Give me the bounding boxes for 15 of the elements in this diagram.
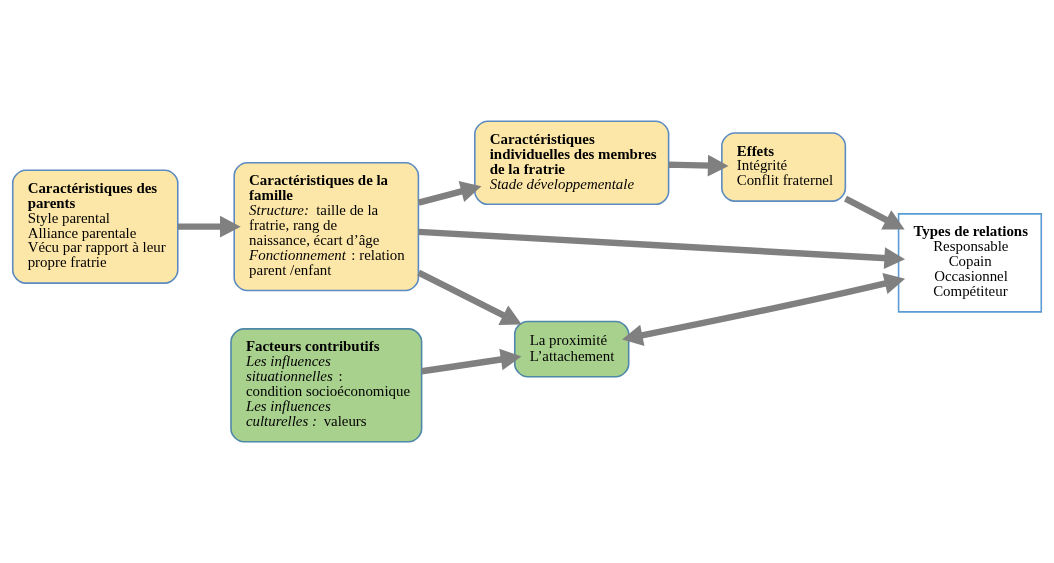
arrow xyxy=(417,180,482,206)
arrow xyxy=(417,269,522,325)
node-box: Types de relations Responsable Copain Occasionnel Compétiteur xyxy=(897,213,1043,313)
arrow xyxy=(844,195,905,230)
node-box: Caractéristiques de la famille Structure: taille de la fratrie, rang de naissance, écart d’âge Fonctionnement : relation parent /enfant xyxy=(233,162,420,292)
arrow xyxy=(622,272,906,347)
node-box: Caractéristiques des parents Style parental Alliance parentale Vécu par rapport à leur propre fratrie xyxy=(11,169,179,284)
arrow xyxy=(418,228,906,269)
arrow xyxy=(668,154,729,177)
node-box: Facteurs contributifs Les influences situationnelles : condition socioéconomique Les influences culturelles : valeurs xyxy=(230,328,423,443)
node-box: Effets Intégrité Conflit fraternel xyxy=(721,132,847,202)
node-box: Caractéristiques individuelles des membres de la fratrie Stade développementale xyxy=(474,120,670,206)
arrow xyxy=(178,215,241,238)
node-box: La proximité L’attachement xyxy=(513,320,630,378)
arrow xyxy=(421,348,522,375)
